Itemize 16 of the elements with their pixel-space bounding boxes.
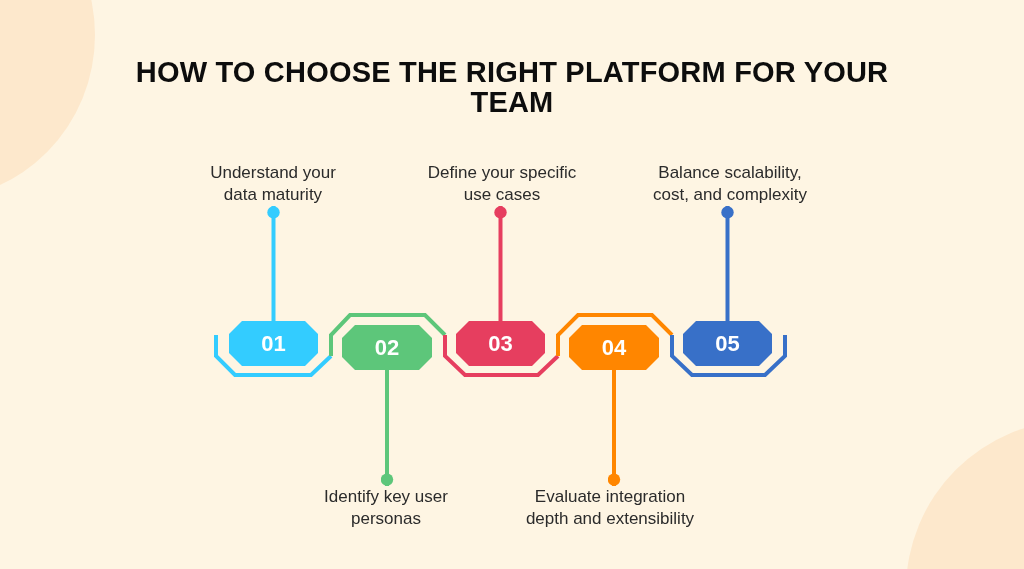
leader-line (494, 206, 507, 321)
leader-line (721, 206, 734, 321)
step-description: Define your specific use cases (426, 162, 578, 206)
step-description: Identify key user personas (323, 486, 449, 530)
step-number-badge: 01 (229, 321, 318, 366)
title: HOW TO CHOOSE THE RIGHT PLATFORM FOR YOUR TEAM (134, 57, 890, 117)
step-description: Balance scalability, cost, and complexity (651, 162, 809, 206)
step-number-badge: 04 (569, 325, 659, 370)
leader-line (380, 370, 394, 486)
step-number-badge: 02 (342, 325, 432, 370)
step-number-badge: 03 (456, 321, 545, 366)
leader-line (267, 206, 280, 321)
step-description: Understand your data maturity (209, 162, 337, 206)
leader-line (607, 370, 621, 486)
step-number-badge: 05 (683, 321, 772, 366)
step-description: Evaluate integration depth and extensibility (524, 486, 696, 530)
